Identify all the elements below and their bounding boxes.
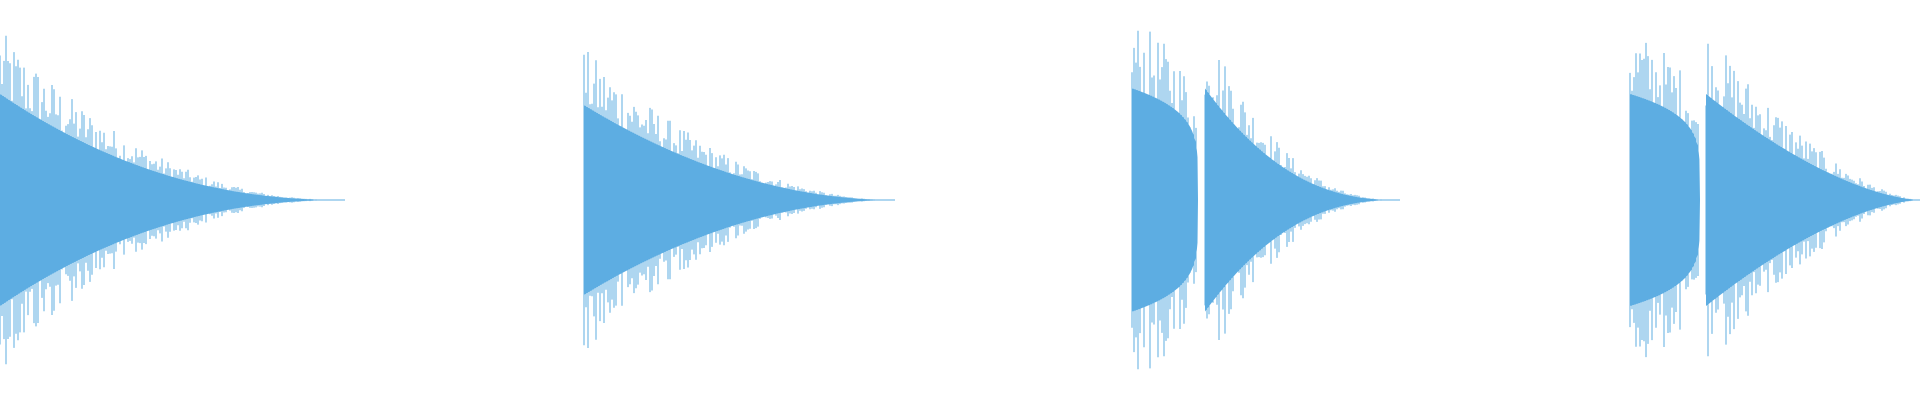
- waveform-segment: [1131, 30, 1198, 370]
- waveform-clips: [0, 30, 1920, 370]
- waveform-segment: [0, 35, 345, 365]
- waveform-clip-3: [1131, 30, 1400, 370]
- waveform-clip-1: [0, 35, 345, 365]
- waveform-segment: [1629, 42, 1700, 358]
- waveform-segment: [1204, 60, 1400, 340]
- waveform-segment: [583, 52, 895, 348]
- waveform-segment: [1705, 43, 1920, 357]
- waveform-clip-2: [583, 52, 895, 348]
- waveform-clip-4: [1629, 42, 1920, 358]
